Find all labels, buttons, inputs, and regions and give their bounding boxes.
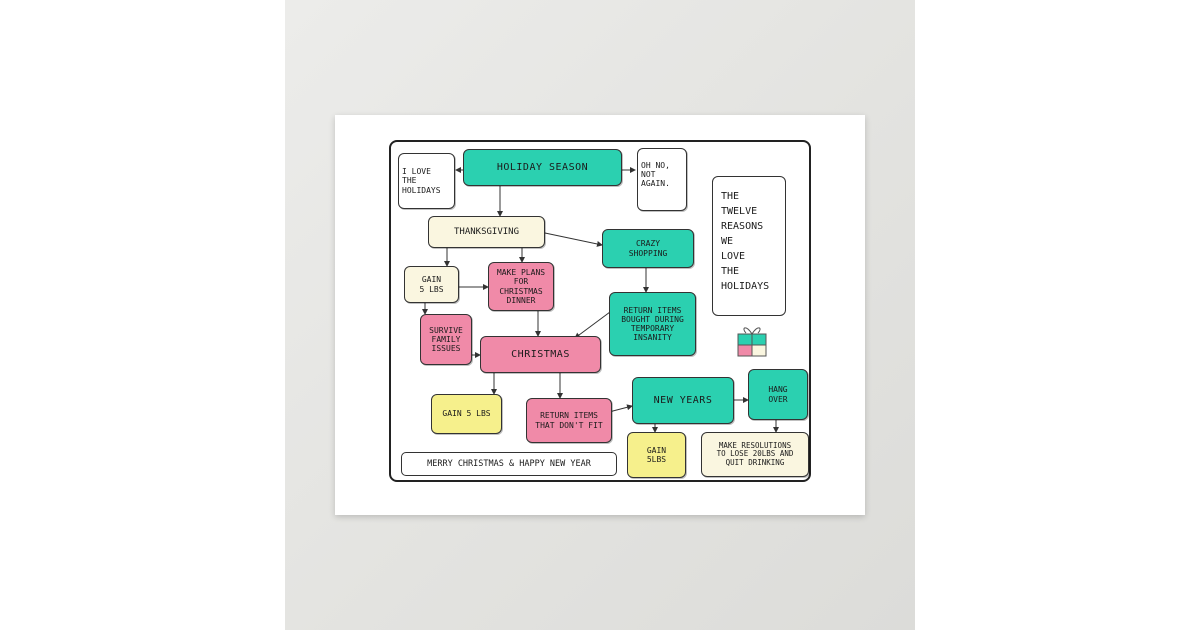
node-thanksgiving: THANKSGIVING [428,216,545,248]
node-crazy-shopping: CRAZY SHOPPING [602,229,694,268]
node-hang-over: HANG OVER [748,369,808,420]
node-i-love-the-holidays: I LOVE THE HOLIDAYS [398,153,455,209]
node-return-items-dont-fit: RETURN ITEMS THAT DON'T FIT [526,398,612,443]
node-new-years: NEW YEARS [632,377,734,424]
node-christmas: CHRISTMAS [480,336,601,373]
twelve-reasons-title: THE TWELVE REASONS WE LOVE THE HOLIDAYS [712,176,786,316]
node-holiday-season: HOLIDAY SEASON [463,149,622,186]
node-gain-5-lbs-2: GAIN 5 LBS [431,394,502,434]
diagram-frame [389,140,811,482]
gift-box-icon [737,327,767,357]
node-gain-5-lbs-1: GAIN 5 LBS [404,266,459,303]
node-make-resolutions: MAKE RESOLUTIONS TO LOSE 20LBS AND QUIT … [701,432,809,477]
node-survive-family-issues: SURVIVE FAMILY ISSUES [420,314,472,365]
greeting-footer: MERRY CHRISTMAS & HAPPY NEW YEAR [401,452,617,476]
node-oh-no-not-again: OH NO, NOT AGAIN. [637,148,687,211]
node-return-items-insanity: RETURN ITEMS BOUGHT DURING TEMPORARY INS… [609,292,696,356]
node-gain-5-lbs-3: GAIN 5LBS [627,432,686,478]
node-make-plans-christmas-dinner: MAKE PLANS FOR CHRISTMAS DINNER [488,262,554,311]
